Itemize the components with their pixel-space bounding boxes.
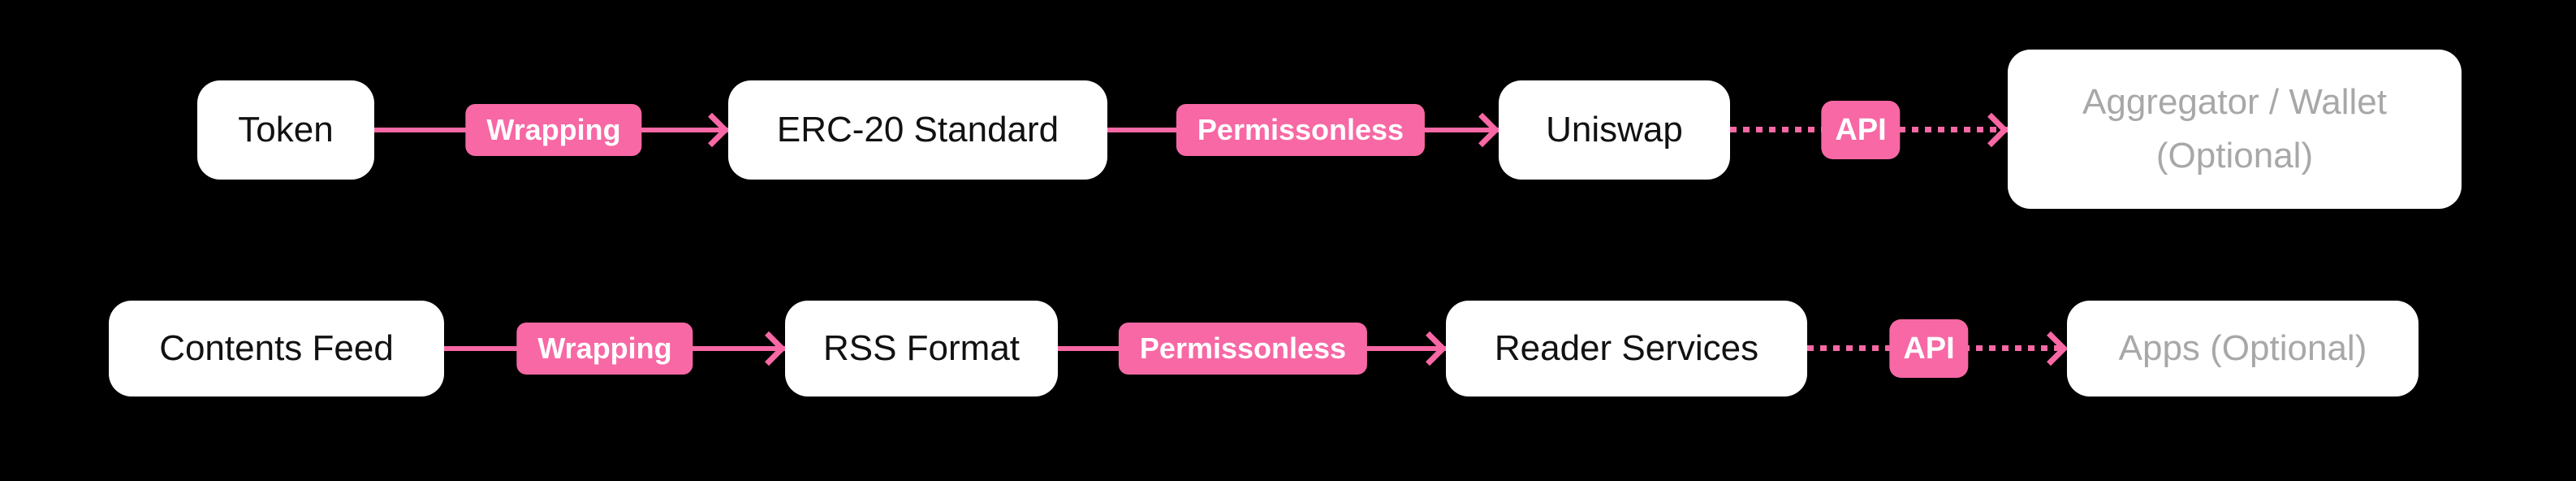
arrow-right-icon (1465, 112, 1500, 148)
badge-permissonless-row1: Permissonless (1176, 104, 1426, 156)
node-label: Apps (Optional) (2118, 328, 2367, 368)
badge-label: Wrapping (537, 332, 672, 365)
node-rss-format: RSS Format (785, 301, 1058, 396)
badge-label: Permissonless (1197, 113, 1405, 146)
node-reader-services: Reader Services (1446, 301, 1807, 396)
arrow-right-icon (2033, 331, 2069, 366)
badge-wrapping-row2: Wrapping (516, 323, 693, 375)
node-label: Token (238, 110, 334, 150)
node-label: Aggregator / Wallet (Optional) (2082, 82, 2387, 176)
badge-api-row1: API (1821, 101, 1901, 159)
node-contents-feed: Contents Feed (109, 301, 444, 396)
node-label: Uniswap (1546, 110, 1683, 150)
node-erc20-standard: ERC-20 Standard (728, 80, 1107, 180)
badge-label: Wrapping (486, 113, 621, 146)
arrow-right-icon (1974, 112, 2009, 148)
node-label: RSS Format (822, 328, 1020, 368)
badge-permissonless-row2: Permissonless (1118, 323, 1368, 375)
arrow-right-icon (751, 331, 787, 366)
badge-label: API (1903, 331, 1955, 366)
node-label: ERC-20 Standard (776, 110, 1059, 150)
badge-label: Permissonless (1139, 332, 1347, 365)
node-aggregator-wallet: Aggregator / Wallet (Optional) (2008, 50, 2462, 209)
node-token: Token (197, 80, 374, 180)
arrow-right-icon (694, 112, 730, 148)
badge-wrapping-row1: Wrapping (465, 104, 642, 156)
node-label: Reader Services (1494, 328, 1759, 368)
node-apps-optional: Apps (Optional) (2067, 301, 2419, 396)
arrow-right-icon (1412, 331, 1448, 366)
badge-api-row2: API (1889, 319, 1969, 378)
node-label: Contents Feed (159, 328, 394, 368)
node-uniswap: Uniswap (1499, 80, 1730, 180)
badge-label: API (1835, 112, 1887, 147)
